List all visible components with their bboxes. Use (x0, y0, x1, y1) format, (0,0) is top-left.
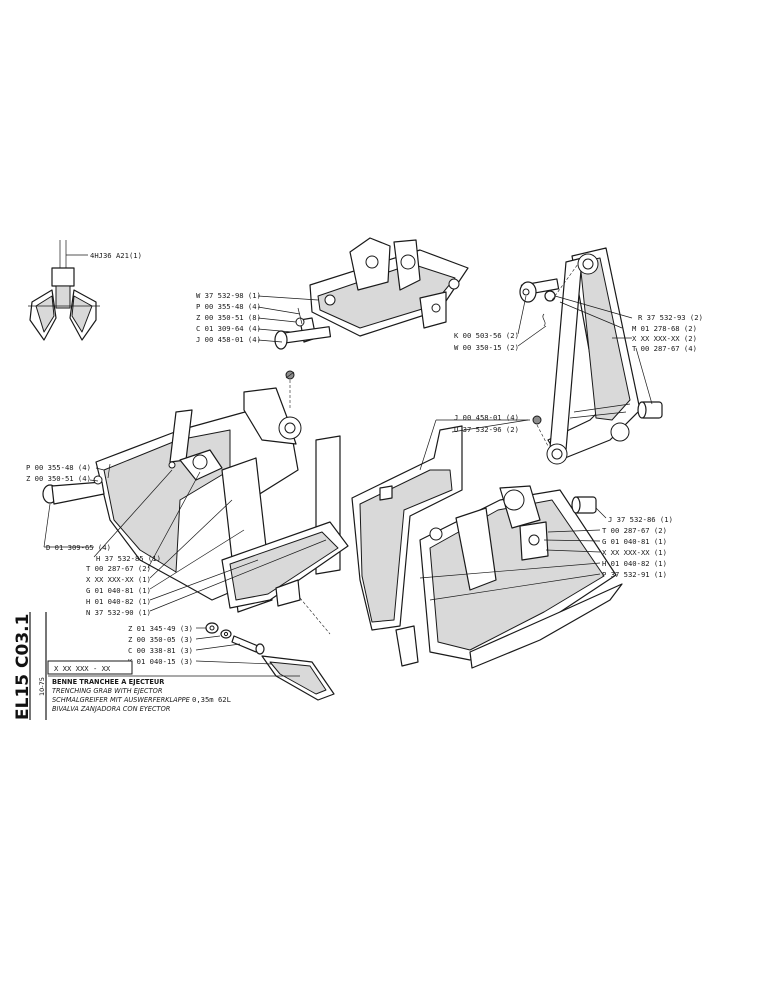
label-k00503-56: K 00 503-56 (2) (454, 331, 519, 340)
label-t00287-67-4: T 00 287-67 (4) (632, 344, 697, 353)
grease-nipple-right (532, 415, 542, 425)
label-j00458-01-right: J 00 458-01 (4) (454, 413, 519, 422)
tooth-fasteners (205, 597, 335, 701)
label-z00350-51-left: Z 00 350-51 (4) (26, 474, 91, 483)
title-es: BIVALVA ZANJADORA CON EYECTOR (52, 705, 170, 713)
label-t00287-67-left: T 00 287-67 (2) (86, 564, 151, 573)
arm-pin-top (519, 278, 560, 327)
label-z00350-51: Z 00 350-51 (8) (196, 313, 261, 322)
label-j37532-86: J 37 532-86 (1) (608, 515, 673, 524)
title-fr: BENNE TRANCHEE A EJECTEUR (52, 678, 164, 686)
label-g01040-81-left: G 01 040-81 (1) (86, 586, 151, 595)
pin-assembly-left (42, 463, 111, 505)
label-g01040-81-right: G 01 040-81 (1) (602, 537, 667, 546)
title-capacity: 0,35m 62L (192, 695, 231, 704)
arm-bushing (637, 401, 663, 419)
label-h37532-85: H 37 532-85 (1) (96, 554, 161, 563)
label-c00338-81: C 00 338-81 (3) (128, 646, 193, 655)
label-d01309-65: D 01 309-65 (4) (46, 543, 111, 552)
title-block (29, 612, 300, 720)
label-h01040-82-right: H 01 040-82 (1) (602, 559, 667, 568)
label-z00350-05: Z 00 350-05 (3) (128, 635, 193, 644)
right-bushing (571, 496, 597, 514)
label-hj36: 4HJ36 A21(1) (90, 251, 142, 260)
label-x-right-1: X XX XXX-XX (1) (602, 548, 667, 557)
arm-link (546, 247, 641, 465)
right-shell (351, 425, 623, 669)
label-c01309-64: C 01 309-64 (4) (196, 324, 261, 333)
grab-overview-icon (28, 240, 100, 341)
label-u37532-96: U 37 532-96 (2) (454, 425, 519, 434)
label-j00458-01-top: J 00 458-01 (4) (196, 335, 261, 344)
label-n37532-90: N 37 532-90 (1) (86, 608, 151, 617)
label-p00355-48-left: P 00 355-48 (4) (26, 463, 91, 472)
label-w37532-98: W 37 532-98 (1) (196, 291, 261, 300)
label-x-right-2: X XX XXX-XX (2) (632, 334, 697, 343)
drawing-date: 10-75 (38, 677, 46, 696)
ejector-plate (221, 435, 349, 613)
label-p00355-48: P 00 355-48 (4) (196, 302, 261, 311)
title-ref: X XX XXX - XX (54, 664, 111, 673)
label-t00287-67-right: T 00 287-67 (2) (602, 526, 667, 535)
label-w00350-15: W 00 350-15 (2) (454, 343, 519, 352)
label-x-left-1: X XX XXX-XX (1) (86, 575, 151, 584)
label-p37532-91: P 37 532-91 (1) (602, 570, 667, 579)
label-k01040-15: K 01 040-15 (3) (128, 657, 193, 666)
label-z01345-49: Z 01 345-49 (3) (128, 624, 193, 633)
label-r37532-93: R 37 532-93 (2) (638, 313, 703, 322)
pin-assembly-top (274, 307, 332, 408)
label-h01040-82-left: H 01 040-82 (1) (86, 597, 151, 606)
title-en: TRENCHING GRAB WITH EJECTOR (52, 687, 162, 695)
drawing-code: EL15 C03.1 (13, 614, 33, 720)
title-de: SCHMALGREIFER MIT AUSWERFERKLAPPE (52, 696, 191, 704)
hanger-bracket (299, 237, 469, 343)
label-m01278-68: M 01 278-68 (2) (632, 324, 697, 333)
